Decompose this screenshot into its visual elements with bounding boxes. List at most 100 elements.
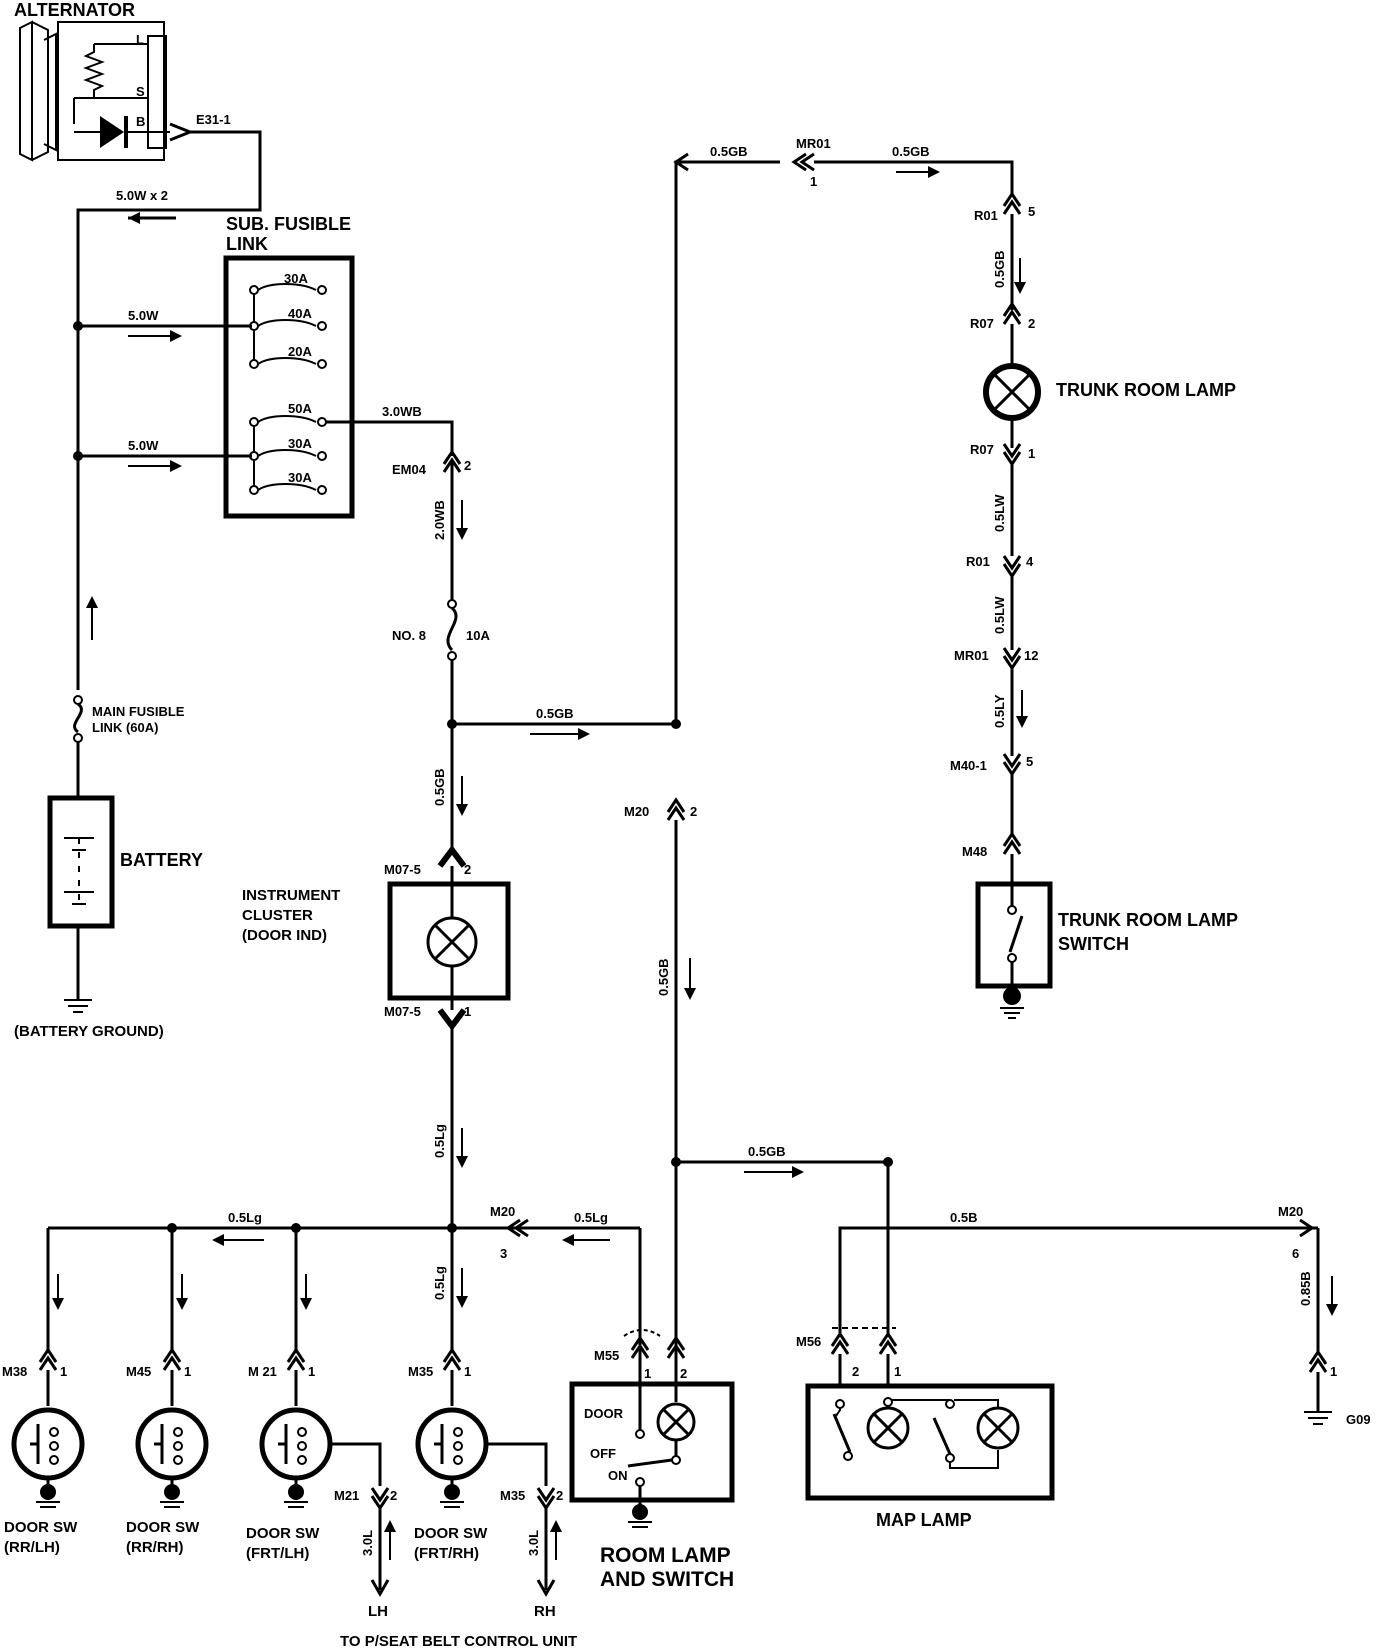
wire-label: 0.5Lg <box>432 1124 447 1158</box>
connector-pin: 2 <box>852 1364 859 1379</box>
connector-pin: 1 <box>60 1364 67 1379</box>
door-switch-label: DOOR SW <box>126 1519 200 1536</box>
wire-label: 0.5Lg <box>228 1210 262 1225</box>
wire-label: 0.5GB <box>992 250 1007 288</box>
to-control-unit-label: TO P/SEAT BELT CONTROL UNIT <box>340 1633 577 1650</box>
door-switch-connectors: M38 1 M45 1 M 21 1 M35 1 <box>2 1347 471 1379</box>
connector-pin: 1 <box>184 1364 191 1379</box>
connector-pin: 5 <box>1028 204 1035 219</box>
connector-m07-top: M07-5 <box>384 862 421 877</box>
connector-pin: 2 <box>680 1366 687 1381</box>
fuse-rating: 40A <box>288 306 312 321</box>
wire-label: 0.5Lg <box>432 1266 447 1300</box>
sub-fusible-label-1: SUB. FUSIBLE <box>226 214 351 234</box>
connector-pin: 1 <box>644 1366 651 1381</box>
connector-m20-a: M20 <box>624 804 649 819</box>
fuse-rating: 20A <box>288 344 312 359</box>
wire-label: 0.5GB <box>892 144 930 159</box>
connector-pin: 1 <box>810 174 817 189</box>
wire-label: 0.5LW <box>992 596 1007 634</box>
connector-pin: 1 <box>1330 1364 1337 1379</box>
on-position-label: ON <box>608 1468 628 1483</box>
sub-fusible-link <box>223 255 355 519</box>
door-switch-label: DOOR SW <box>246 1525 320 1542</box>
battery-ground-label: (BATTERY GROUND) <box>14 1023 164 1040</box>
connector-m21-b: M21 <box>334 1488 359 1503</box>
door-switch-label: DOOR SW <box>414 1525 488 1542</box>
wire-label: 0.5GB <box>748 1144 786 1159</box>
connector-pin: 2 <box>390 1488 397 1503</box>
wire-label: 5.0W <box>128 438 159 453</box>
connector-pin: 3 <box>500 1246 507 1261</box>
off-position-label: OFF <box>590 1446 616 1461</box>
door-switch-sublabel: (RR/RH) <box>126 1539 184 1556</box>
wire-label: 0.5GB <box>432 768 447 806</box>
connector-pin: 1 <box>308 1364 315 1379</box>
alternator-terminal-b: B <box>136 114 145 129</box>
connector-m35-b: M35 <box>500 1488 525 1503</box>
connector-pin: 2 <box>464 458 471 473</box>
main-fusible-label-2: LINK (60A) <box>92 720 158 735</box>
fuse-rating: 30A <box>288 470 312 485</box>
door-switch-frt-rh: M35 2 3.0L RH DOOR SW (FRT/RH) <box>414 1370 563 1620</box>
door-switch-sublabel: (RR/LH) <box>4 1539 60 1556</box>
map-lamp: M56 2 1 MAP LAMP <box>796 1327 1055 1530</box>
door-switch-rr-lh: DOOR SW (RR/LH) <box>4 1370 85 1556</box>
door-switch-sublabel: (FRT/LH) <box>246 1545 309 1562</box>
door-switch-label: DOOR SW <box>4 1519 78 1536</box>
fuse-rating: 50A <box>288 401 312 416</box>
connector-pin: 1 <box>464 1004 471 1019</box>
connector-em04: EM04 <box>392 462 427 477</box>
wire-label: 5.0W <box>128 308 159 323</box>
fuse-rating: 30A <box>288 436 312 451</box>
wire-label: 0.5GB <box>656 958 671 996</box>
connector-m35: M35 <box>408 1364 433 1379</box>
alternator: ALTERNATOR L S B E31-1 <box>14 0 231 162</box>
fuse-no8-label: NO. 8 <box>392 628 426 643</box>
connector-r07-b: R07 <box>970 442 994 457</box>
connector-m20-c: M20 <box>1278 1204 1303 1219</box>
wire-label: 0.5LY <box>992 694 1007 728</box>
alternator-terminal-l: L <box>136 32 144 47</box>
g09-label: G09 <box>1346 1412 1371 1427</box>
connector-m55: M55 <box>594 1348 619 1363</box>
connector-m45: M45 <box>126 1364 151 1379</box>
wire-label: 0.85B <box>1298 1271 1313 1306</box>
fuse-10a-label: 10A <box>466 628 490 643</box>
room-lamp-switch: M55 1 2 DOOR OFF ON ROOM LAMP AND SWITCH <box>569 1329 735 1591</box>
door-switch-rr-rh: DOOR SW (RR/RH) <box>126 1370 209 1556</box>
battery-label: BATTERY <box>120 850 203 870</box>
trunk-switch-label-1: TRUNK ROOM LAMP <box>1058 910 1238 930</box>
alternator-terminal-s: S <box>136 84 145 99</box>
instrument-cluster-label-1: INSTRUMENT <box>242 887 340 904</box>
wire-label: 3.0L <box>360 1530 375 1556</box>
connector-pin: 1 <box>894 1364 901 1379</box>
battery <box>47 795 115 929</box>
room-lamp-label-2: AND SWITCH <box>600 1568 734 1591</box>
trunk-room-lamp-label: TRUNK ROOM LAMP <box>1056 380 1236 400</box>
connector-r01-b: R01 <box>966 554 990 569</box>
connector-pin: 1 <box>464 1364 471 1379</box>
instrument-cluster-label-2: CLUSTER <box>242 907 313 924</box>
wire-label: 0.5Lg <box>574 1210 608 1225</box>
connector-pin: 2 <box>556 1488 563 1503</box>
connector-m21: M 21 <box>248 1364 277 1379</box>
connector-r07-a: R07 <box>970 316 994 331</box>
connector-m20-b: M20 <box>490 1204 515 1219</box>
fuse-rating: 30A <box>284 271 308 286</box>
connector-pin: 6 <box>1292 1246 1299 1261</box>
sub-fusible-label-2: LINK <box>226 234 268 254</box>
map-lamp-label: MAP LAMP <box>876 1510 972 1530</box>
connector-pin: 2 <box>464 862 471 877</box>
connector-pin: 2 <box>1028 316 1035 331</box>
lh-label: LH <box>368 1603 388 1620</box>
connector-m40: M40-1 <box>950 758 987 773</box>
door-switch-frt-lh: M21 2 3.0L LH DOOR SW (FRT/LH) <box>246 1370 397 1620</box>
wire-label: 3.0WB <box>382 404 422 419</box>
connector-pin: 5 <box>1026 754 1033 769</box>
wire-label: 3.0L <box>526 1530 541 1556</box>
door-switch-sublabel: (FRT/RH) <box>414 1545 479 1562</box>
instrument-cluster-label-3: (DOOR IND) <box>242 927 327 944</box>
wire-label: 0.5GB <box>710 144 748 159</box>
